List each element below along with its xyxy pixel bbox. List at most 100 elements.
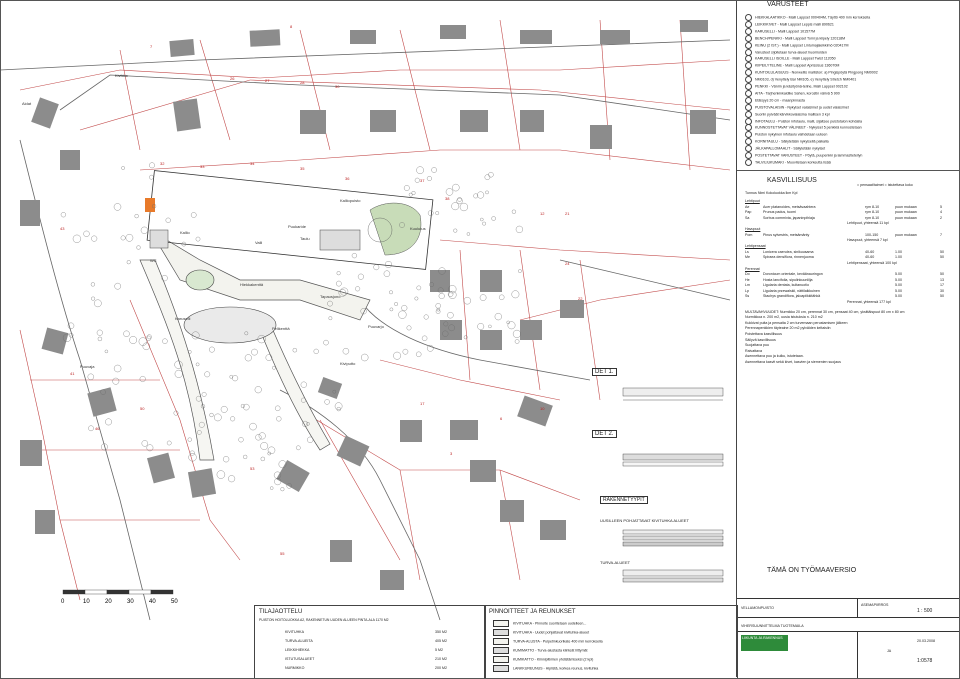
- tree-symbol: [361, 353, 369, 362]
- tree-symbol: [195, 395, 202, 402]
- tree-symbol: [435, 303, 441, 309]
- tree-symbol: [436, 307, 441, 312]
- label-tapaus: Tapausjono: [320, 294, 341, 299]
- equipment-symbol-icon: [745, 158, 752, 166]
- tree-symbol: [416, 166, 424, 174]
- surface-text: LANKKUREUNUS - Hiplistä, korkea reunus, …: [513, 666, 599, 671]
- tree-symbol: [328, 316, 333, 321]
- equipment-item: POSTETTAVAT VARUSTEET - Pöytä, puupenkki…: [745, 152, 862, 159]
- planting-cell: Pinus sylvestris, metsämänty: [763, 232, 810, 237]
- tree-symbol: [427, 210, 434, 216]
- equipment-item: AITA - Tarjhenkinkaidike Sahen, korostin…: [745, 89, 840, 97]
- tree-symbol: [286, 483, 292, 489]
- tree-symbol: [355, 286, 361, 292]
- surface-text: KIVITUHKA - Pinnoite suoritetaan uudelle…: [513, 621, 587, 626]
- tree-symbol: [447, 312, 454, 319]
- surface-text: TURVA-ALUSTA - Pulpetinkuorikate 400 mm …: [513, 639, 603, 644]
- scale-tick-label: 30: [127, 599, 134, 605]
- tree-symbol: [479, 294, 487, 301]
- equipment-text: LEIKKIKIVET - Malli Lappset Leppis malli…: [755, 22, 834, 27]
- equipment-item: LEIKKIKIVET - Malli Lappset Leppis malli…: [745, 20, 834, 28]
- tree-symbol: [448, 285, 457, 294]
- tree-symbol: [258, 432, 266, 440]
- tree-symbol: [267, 451, 272, 456]
- tree-symbol: [414, 296, 419, 301]
- area-name: LEIKKIHIEKKA: [285, 648, 310, 652]
- area-value: 350 M2: [435, 630, 447, 634]
- tree-symbol: [60, 212, 66, 218]
- tree-symbol: [72, 234, 81, 243]
- planting-cell: Lp: [745, 288, 749, 293]
- trees: [60, 162, 523, 492]
- svg-text:32: 32: [160, 161, 165, 166]
- tree-symbol: [332, 389, 337, 394]
- svg-text:7: 7: [150, 44, 153, 49]
- tree-symbol: [142, 342, 150, 350]
- planting-cell: Spiraea densiflora, rinnenjuoma: [763, 255, 814, 259]
- equipment-symbol-icon: [745, 14, 752, 21]
- planting-cell: Sa: [745, 215, 750, 220]
- surface-swatch: [493, 638, 509, 645]
- equipment-item: Suoriin pylväät kärvikkovalaisina mallis…: [745, 110, 830, 118]
- legend-panel: VARUSTEET HIEKKALAATIKKO - Malli Lappset…: [736, 0, 959, 678]
- svg-text:27: 27: [265, 78, 270, 83]
- tree-symbol: [480, 217, 484, 222]
- area-name: NURMIKKO: [285, 666, 305, 670]
- planting-cell: 1.00: [895, 249, 902, 254]
- tree-symbol: [491, 216, 496, 221]
- planting-note: Säilyvä kasvillisuus: [745, 337, 776, 342]
- planting-cell: Pap: [745, 210, 752, 214]
- roads: [0, 39, 731, 621]
- equipment-text: PUISTOVALAISIN - Nykyiset valaisimet ja …: [755, 105, 849, 110]
- planting-note: Perennapenkkien täyteaine 20 m2 pylväide…: [745, 326, 831, 331]
- tree-symbol: [68, 332, 74, 338]
- svg-text:33: 33: [200, 164, 205, 169]
- tree-symbol: [327, 300, 333, 307]
- tree-symbol: [511, 209, 516, 214]
- tb-project: VELLAMONPUISTO: [741, 606, 774, 610]
- area-name: TURVA-ALUEITA: [285, 639, 313, 643]
- tree-symbol: [435, 309, 441, 314]
- equipment-symbol-icon: [745, 83, 752, 90]
- planting-cell: He: [745, 277, 750, 282]
- svg-text:12: 12: [540, 211, 545, 216]
- tree-symbol: [338, 289, 347, 297]
- tree-symbol: [416, 285, 422, 291]
- tree-symbol: [229, 375, 234, 379]
- tree-symbol: [273, 471, 282, 479]
- tree-symbol: [389, 307, 394, 312]
- equipment-text: Etäisyys 20 cm - maanpinnasta: [755, 98, 805, 103]
- planting-cell: 100-150: [865, 232, 879, 237]
- tree-symbol: [463, 335, 468, 340]
- planting-cell: 5: [940, 204, 942, 209]
- tree-symbol: [515, 225, 523, 233]
- equipment-symbol-icon: [745, 69, 752, 77]
- equipment-text: KORNITAULU - Säilytetään nykyisellä paik…: [755, 139, 829, 144]
- equipment-item: INFOTAULU - Puiston infotaulu, malli, si…: [745, 117, 862, 125]
- planting-cell: 4: [940, 210, 942, 214]
- tree-symbol: [457, 197, 462, 202]
- tree-symbol: [91, 296, 96, 301]
- svg-text:21: 21: [565, 211, 570, 216]
- scale-tick-label: 20: [105, 599, 112, 605]
- equipment-symbol-icon: [745, 103, 752, 111]
- tree-symbol: [191, 331, 200, 340]
- planting-cell: Acer platanoides, metsävaahtera: [763, 204, 816, 209]
- label-kivipuisto: Kiviputto: [340, 361, 356, 366]
- tree-symbol: [161, 275, 168, 282]
- equipment-text: KUNNOSTETTAVAT VÄLINEET - Nykyiset 5 pen…: [755, 125, 862, 130]
- label-kallio: Kallio: [180, 230, 191, 235]
- planting-cell: puun mukaan: [895, 210, 917, 214]
- tree-symbol: [87, 373, 94, 380]
- label-taulu: Taulu: [300, 236, 310, 241]
- scale-segment: [150, 589, 174, 595]
- equipment-symbol-icon: [745, 62, 752, 70]
- tree-symbol: [94, 299, 102, 308]
- surface-swatch: [493, 620, 509, 627]
- tree-symbol: [214, 413, 222, 422]
- planting-note: Nurmikkoa n. 200 m2, uusia istutuksia n.…: [745, 315, 823, 320]
- tree-symbol: [351, 253, 357, 259]
- planting-header: Tunnus Nimi Kokoluokka lkm Kpl: [745, 191, 798, 195]
